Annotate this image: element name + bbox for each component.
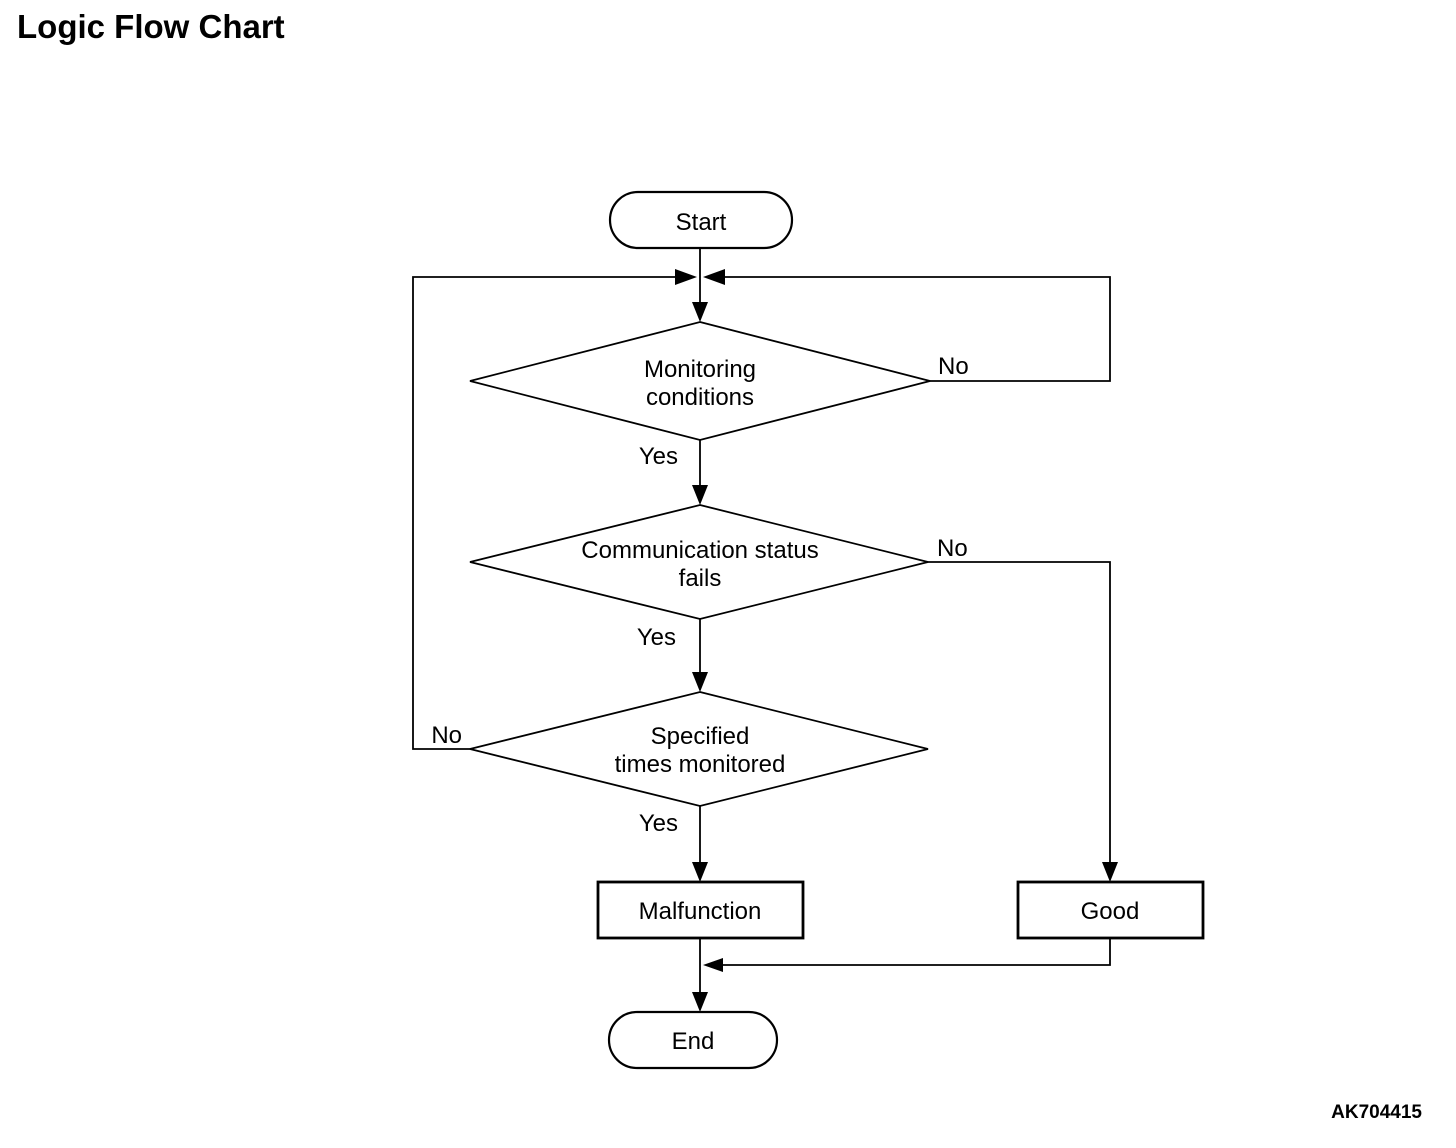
arrowhead-left-into-merge-icon [703,269,725,285]
decision-specified-times-monitored: Specified times monitored [469,691,929,807]
arrowhead-down-into-good-icon [1102,862,1118,882]
communication-yes-label: Yes [637,624,676,651]
specified-yes-label: Yes [639,810,678,837]
communication-no-label: No [937,535,968,562]
start-terminator-shape [608,190,794,250]
node-start: Start [608,190,794,250]
arrowhead-down-into-specified-icon [692,672,708,692]
monitoring-decision-shape [469,321,931,441]
page-title: Logic Flow Chart [17,8,285,45]
specified-label-line2: times monitored [615,751,786,778]
flowchart-connectors [412,248,1118,1012]
node-end: End [607,1010,779,1070]
edge-specified-no-loop [412,276,675,750]
arrowhead-down-into-monitoring-icon [692,302,708,322]
arrowhead-down-into-malfunction-icon [692,862,708,882]
communication-label-line2: fails [679,565,722,592]
start-label: Start [676,209,727,236]
arrowhead-right-into-merge-icon [675,269,697,285]
specified-label-line1: Specified [651,723,750,750]
arrowhead-down-into-communication-icon [692,485,708,505]
monitoring-yes-label: Yes [639,443,678,470]
good-label: Good [1081,898,1140,925]
decision-communication-status-fails: Communication status fails [469,504,929,620]
arrowhead-down-into-end-icon [692,992,708,1012]
malfunction-process-shape [596,880,805,940]
edge-communication-no [928,561,1111,863]
edge-good-to-merge [723,938,1111,966]
communication-label-line1: Communication status [581,537,818,564]
end-label: End [672,1028,715,1055]
monitoring-label-line2: conditions [646,384,754,411]
malfunction-label: Malfunction [639,898,762,925]
node-good: Good [1016,880,1205,940]
node-malfunction: Malfunction [596,880,805,940]
specified-no-label: No [431,722,462,749]
specified-decision-shape [469,691,929,807]
monitoring-no-label: No [938,353,969,380]
communication-decision-shape [469,504,929,620]
monitoring-label-line1: Monitoring [644,356,756,383]
arrowhead-left-into-end-line-icon [703,958,723,972]
figure-code: AK704415 [1331,1102,1422,1123]
edge-monitoring-no-loop [725,276,1111,382]
good-process-shape [1016,880,1205,940]
end-terminator-shape [607,1010,779,1070]
decision-monitoring-conditions: Monitoring conditions [469,321,931,441]
